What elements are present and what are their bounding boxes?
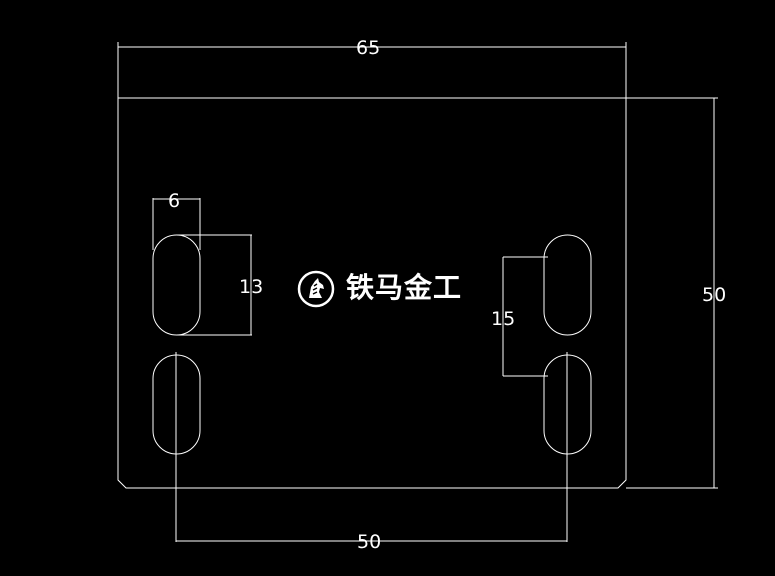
dim-slot-width-label: 6 — [168, 190, 180, 212]
dim-slot-right-label: 15 — [491, 308, 515, 330]
logo-text: 铁马金工 — [346, 271, 463, 304]
slot-left-upper — [152, 234, 201, 336]
dim-width-label: 65 — [356, 37, 380, 59]
horse-logo-icon — [297, 270, 335, 308]
dim-height-label: 50 — [702, 284, 726, 306]
slot-right-upper — [543, 234, 592, 336]
dim-slot-left-label: 13 — [239, 276, 263, 298]
dim-spacing-label: 50 — [357, 531, 381, 553]
